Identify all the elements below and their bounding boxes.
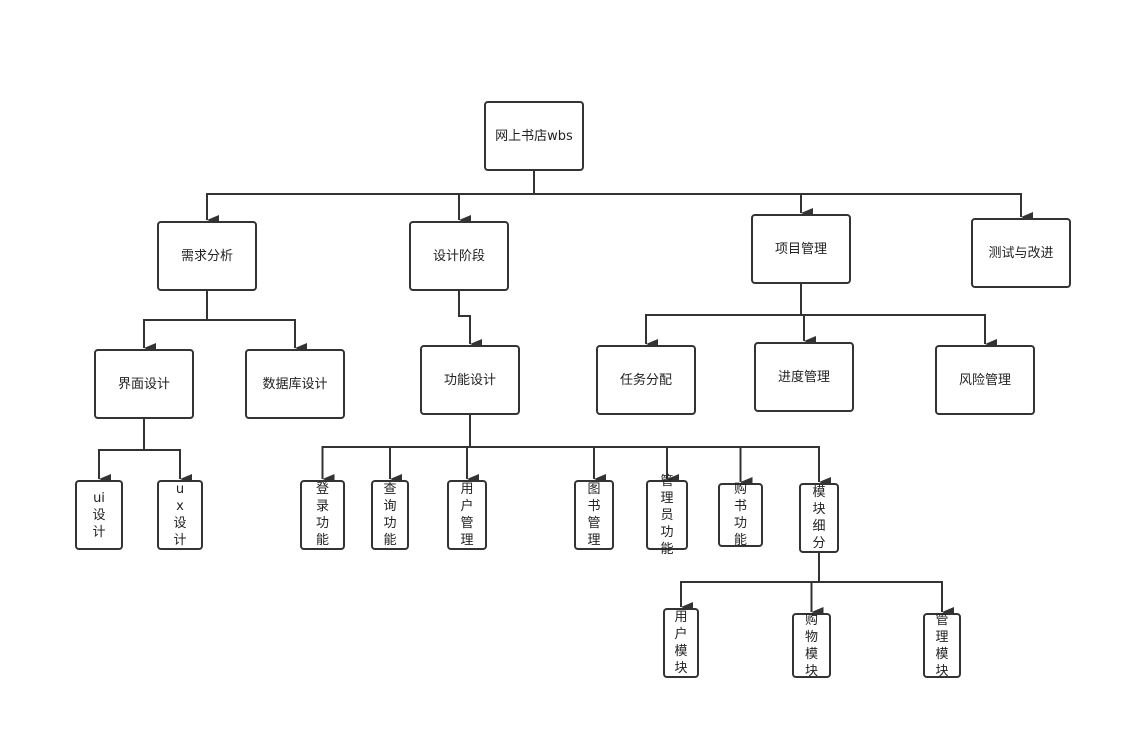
node-uxd[interactable]: ux设计 [157,480,203,550]
edge-root-pm [533,171,813,218]
node-label: 管理模块 [935,612,949,679]
node-req[interactable]: 需求分析 [157,221,257,291]
node-query[interactable]: 查询功能 [371,480,409,550]
edge-modules-adminmod [818,553,954,617]
node-buy[interactable]: 购书功能 [718,482,763,548]
edge-ui-uxd [143,419,192,484]
edge-func-query [389,415,471,484]
node-design[interactable]: 设计阶段 [409,221,509,291]
node-admin[interactable]: 管理员功能 [646,474,688,557]
node-label: 模块细分 [812,485,826,551]
node-label: 购书功能 [733,482,747,548]
node-label: 登录功能 [315,482,329,548]
edge-root-design [458,171,535,225]
node-label: 任务分配 [619,372,672,388]
node-usermgr[interactable]: 用户管理 [447,480,487,550]
edge-root-test [533,171,1033,222]
node-label: ui设计 [92,490,106,540]
node-test[interactable]: 测试与改进 [971,218,1071,288]
edge-req-ui [143,291,208,353]
node-db[interactable]: 数据库设计 [245,349,345,419]
node-ui[interactable]: 界面设计 [94,349,194,419]
node-label: 用户管理 [460,482,474,548]
node-label: 用户模块 [674,610,688,676]
node-progress[interactable]: 进度管理 [754,342,854,412]
node-shopmod[interactable]: 购物模块 [792,612,831,679]
edge-func-buy [469,415,753,487]
node-label: 界面设计 [117,376,170,392]
node-risk[interactable]: 风险管理 [935,345,1035,415]
node-label: 数据库设计 [262,376,328,392]
edge-ui-uid [98,419,145,484]
node-label: 管理员功能 [660,473,674,557]
node-label: 图书管理 [587,482,601,548]
node-login[interactable]: 登录功能 [300,480,345,550]
edge-pm-risk [800,284,997,349]
node-label: 网上书店wbs [495,128,573,144]
node-func[interactable]: 功能设计 [420,345,520,415]
edge-func-modules [469,415,831,487]
edge-req-db [206,291,307,353]
node-root[interactable]: 网上书店wbs [484,101,584,171]
edge-design-func [458,291,482,349]
node-label: 需求分析 [180,248,233,264]
node-label: 查询功能 [383,482,397,548]
edge-root-req [206,171,535,225]
node-bookmgr[interactable]: 图书管理 [574,480,614,550]
edge-modules-usermod [680,553,820,612]
node-modules[interactable]: 模块细分 [799,483,839,553]
edge-modules-shopmod [810,553,824,617]
node-label: ux设计 [173,482,187,548]
edge-pm-task [645,284,802,349]
node-uid[interactable]: ui设计 [75,480,123,550]
node-label: 风险管理 [958,372,1011,388]
node-adminmod[interactable]: 管理模块 [923,612,961,679]
node-label: 购物模块 [804,612,818,679]
node-pm[interactable]: 项目管理 [751,214,851,284]
node-label: 设计阶段 [432,248,485,264]
node-label: 项目管理 [774,241,827,257]
node-label: 进度管理 [777,369,830,385]
node-label: 功能设计 [443,372,496,388]
node-usermod[interactable]: 用户模块 [663,608,699,678]
node-task[interactable]: 任务分配 [596,345,696,415]
node-label: 测试与改进 [988,245,1054,261]
